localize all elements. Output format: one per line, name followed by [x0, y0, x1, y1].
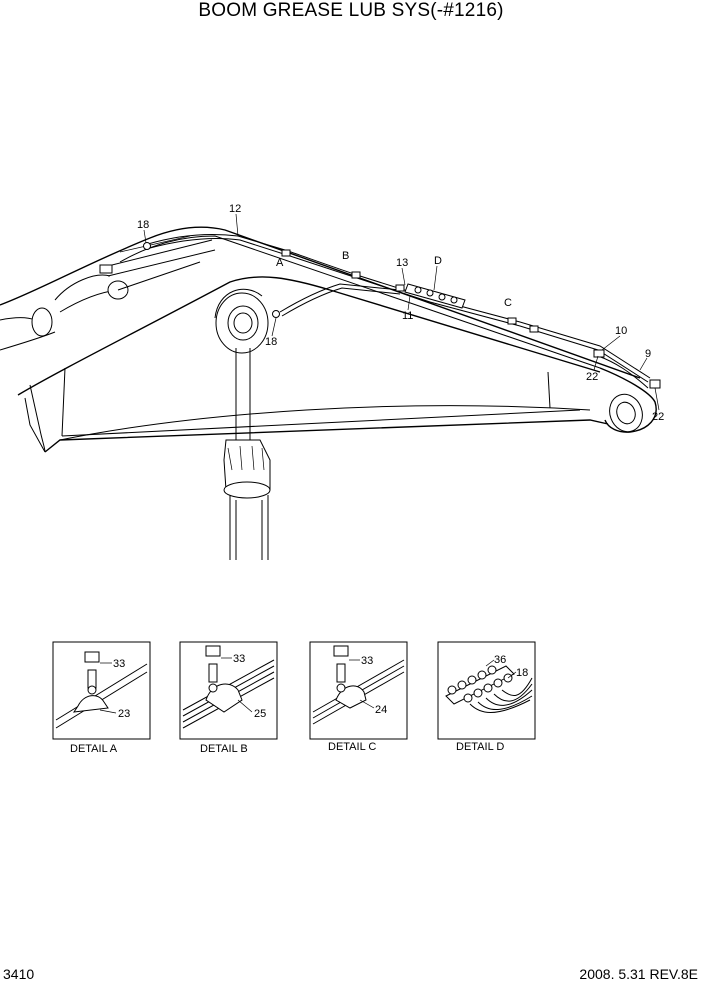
- callout-10: 10: [615, 325, 627, 337]
- detail-a-part-33: 33: [113, 658, 125, 670]
- page-title: BOOM GREASE LUB SYS(-#1216): [198, 0, 504, 21]
- detail-a-label: DETAIL A: [70, 743, 118, 755]
- page-number: 3410: [3, 966, 35, 982]
- callout-detail-d: D: [434, 255, 442, 267]
- detail-d: 36 18 DETAIL D: [437, 641, 536, 753]
- boom-cylinder: [223, 348, 271, 560]
- detail-a-part-23: 23: [118, 708, 130, 720]
- callout-13: 13: [396, 257, 408, 269]
- callout-18-mid: 18: [265, 336, 277, 348]
- callout-22-left: 22: [586, 371, 598, 383]
- detail-c-part-24: 24: [375, 704, 387, 716]
- grease-fittings: [99, 242, 280, 318]
- leader-lines: [143, 213, 660, 411]
- detail-d-label: DETAIL D: [456, 741, 504, 753]
- callout-12: 12: [229, 203, 241, 215]
- detail-c-label: DETAIL C: [328, 741, 376, 753]
- detail-d-part-18: 18: [516, 667, 528, 679]
- detail-b-part-33: 33: [233, 653, 245, 665]
- detail-d-part-36: 36: [494, 654, 506, 666]
- detail-a: 33 23 DETAIL A: [52, 641, 151, 755]
- manifold-block: [404, 283, 466, 309]
- detail-c: 33 24 DETAIL C: [309, 641, 408, 753]
- detail-b: 33 25 DETAIL B: [179, 641, 278, 755]
- boom-body: [0, 226, 657, 453]
- callout-18-top: 18: [137, 219, 149, 231]
- hose-clamps: [281, 249, 661, 389]
- callout-detail-c: C: [504, 297, 512, 309]
- detail-b-part-25: 25: [254, 708, 266, 720]
- callout-9: 9: [645, 348, 651, 360]
- callout-11: 11: [402, 310, 413, 322]
- callout-22-right: 22: [652, 411, 664, 423]
- callout-detail-b: B: [342, 250, 349, 262]
- detail-c-part-33: 33: [361, 655, 373, 667]
- callout-detail-a: A: [276, 257, 284, 269]
- revision-date: 2008. 5.31 REV.8E: [579, 966, 698, 982]
- detail-b-label: DETAIL B: [200, 743, 248, 755]
